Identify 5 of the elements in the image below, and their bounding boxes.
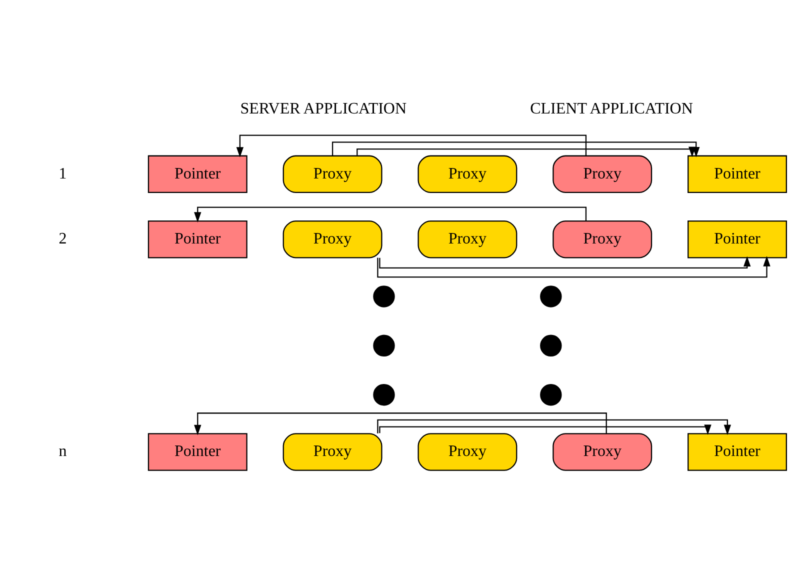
label: SERVER APPLICATION — [240, 100, 406, 118]
label: CLIENT APPLICATION — [530, 100, 692, 118]
label: n — [58, 443, 66, 460]
label: 1 — [58, 165, 66, 182]
label: 2 — [58, 230, 66, 248]
